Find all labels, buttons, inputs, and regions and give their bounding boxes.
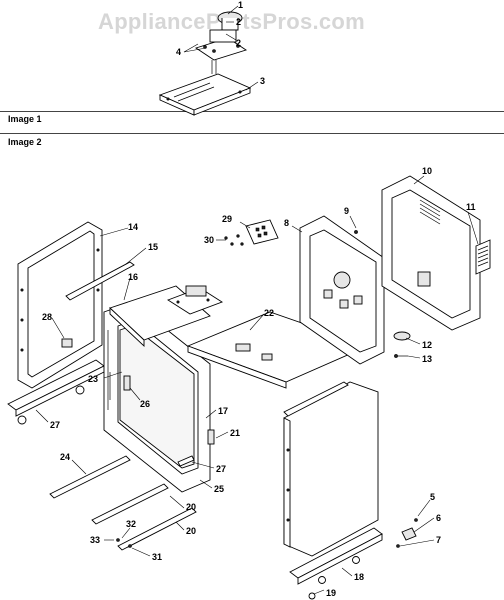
callout-20a: 20 — [186, 502, 196, 512]
callout-19: 19 — [326, 588, 336, 598]
part-screw-9 — [354, 230, 358, 234]
part-oven-base-plate — [186, 311, 370, 389]
part-back-cover — [381, 175, 481, 331]
leader-lines — [35, 5, 479, 595]
callout-20b: 20 — [186, 526, 196, 536]
callout-16: 16 — [128, 272, 138, 282]
part-hinge-21 — [207, 429, 215, 445]
callout-22: 22 — [264, 308, 274, 318]
section-divider — [0, 133, 504, 134]
callout-11: 11 — [466, 202, 476, 212]
part-rail-24 — [49, 455, 131, 499]
part-side-frame-left — [17, 221, 103, 389]
part-screw-13 — [394, 354, 408, 358]
part-burner-assembly-top — [194, 11, 248, 74]
callout-24: 24 — [60, 452, 70, 462]
callout-10: 10 — [422, 166, 432, 176]
callout-25: 26 — [140, 399, 150, 409]
section-label-image-2: Image 2 — [8, 137, 42, 147]
part-burner-box — [158, 73, 252, 116]
callout-12: 12 — [422, 340, 432, 350]
part-oven-front-frame — [103, 301, 211, 493]
part-rail-upper — [65, 261, 135, 301]
callout-13: 13 — [422, 354, 432, 364]
part-bracket-5-6-7 — [396, 518, 418, 548]
section-label-image-1: Image 1 — [8, 114, 42, 124]
part-control-board — [245, 219, 279, 245]
callout-29: 28 — [42, 312, 52, 322]
callout-5: 5 — [430, 492, 435, 502]
callout-1: 1 — [238, 0, 243, 10]
part-rail-20b — [117, 507, 197, 551]
part-rail-20a — [91, 483, 169, 525]
part-vent-grill — [475, 239, 491, 275]
callout-3: 3 — [260, 76, 265, 86]
callout-33: 32 — [126, 519, 136, 529]
callout-31: 30 — [204, 235, 214, 245]
callout-32: 31 — [152, 552, 162, 562]
callout-numbers: 1 2 2 4 3 14 15 16 22 28 23 26 17 21 27 … — [42, 0, 476, 598]
callout-17: 17 — [218, 406, 228, 416]
callout-2b: 2 — [236, 38, 241, 48]
part-rail-bottom-right — [289, 527, 383, 585]
part-bracket-29 — [61, 338, 73, 348]
part-rail-bottom-left — [7, 359, 105, 425]
callout-26: 25 — [214, 484, 224, 494]
callout-8: 8 — [284, 218, 289, 228]
part-leveling-leg — [308, 592, 316, 600]
callout-21: 21 — [230, 428, 240, 438]
callout-28: 27 — [50, 420, 60, 430]
callout-9: 9 — [344, 206, 349, 216]
part-screws-31 — [224, 234, 244, 246]
part-rail-right-top — [283, 381, 349, 417]
callout-15: 15 — [148, 242, 158, 252]
callout-14: 14 — [128, 222, 138, 232]
part-back-panel — [299, 215, 385, 365]
callout-27: 27 — [216, 464, 226, 474]
part-clip-33-34 — [116, 538, 132, 548]
callout-23: 23 — [88, 374, 98, 384]
section-divider — [0, 111, 504, 112]
callout-7: 7 — [436, 535, 441, 545]
callout-2: 2 — [236, 17, 241, 27]
callout-4: 4 — [176, 47, 181, 57]
callout-18: 18 — [354, 572, 364, 582]
callout-6: 6 — [436, 513, 441, 523]
part-side-panel-right — [283, 381, 379, 557]
part-burner-assembly-mid — [166, 285, 224, 315]
part-bracket-27 — [177, 455, 195, 467]
callout-34: 33 — [90, 535, 100, 545]
callout-30: 29 — [222, 214, 232, 224]
